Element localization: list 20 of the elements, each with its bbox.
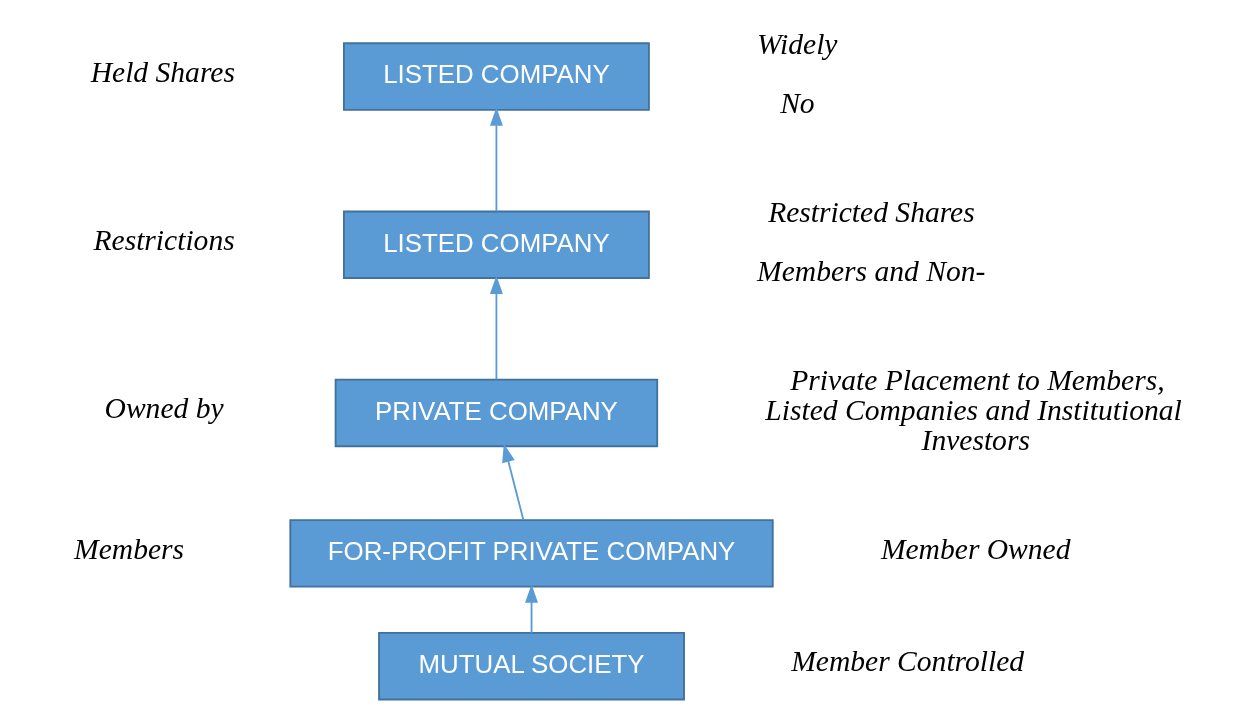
arrow — [489, 275, 503, 381]
node-box: FOR-PROFIT PRIVATE COMPANY — [289, 519, 774, 588]
label: Owned by — [104, 392, 224, 425]
node-label: Private Placement to Members, Listed Companies and Institutional Investors — [765, 364, 1182, 456]
node-box: LISTED COMPANY — [343, 210, 650, 279]
node-label: Widely — [757, 27, 838, 60]
node-label: No — [780, 87, 815, 120]
node-label: Restricted Shares — [768, 196, 975, 229]
label: Held Shares — [90, 55, 235, 88]
arrow — [489, 107, 503, 213]
node-box: MUTUAL SOCIETY — [378, 632, 685, 701]
node-box: PRIVATE COMPANY — [334, 378, 659, 448]
node-label: Member Owned — [880, 532, 1071, 565]
arrow — [502, 443, 525, 521]
node-label: Members and Non- — [757, 255, 986, 288]
node-box: LISTED COMPANY — [343, 42, 650, 111]
node-label: Member Controlled — [791, 645, 1025, 678]
label: Members — [74, 532, 185, 565]
label: Restrictions — [93, 223, 235, 256]
arrow — [525, 584, 538, 634]
